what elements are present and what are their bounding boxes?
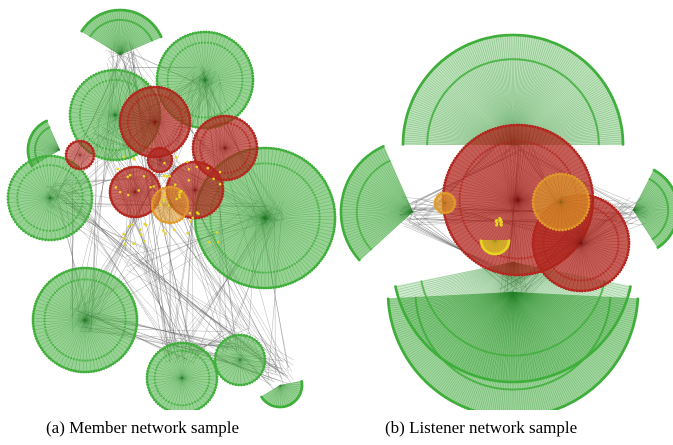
- member-cluster-red-top: [118, 85, 192, 159]
- listener-network-graph: [339, 33, 673, 410]
- caption-member-network: (a) Member network sample: [46, 418, 240, 437]
- listener-yellow-nodes: [494, 216, 503, 227]
- listener-cluster-left-fan: [339, 145, 414, 262]
- listener-cluster-yellow-bottom: [479, 239, 511, 256]
- member-cluster-bottom-right: [213, 333, 267, 387]
- member-yellow-nodes: [114, 155, 222, 246]
- member-cluster-left-fan: [26, 119, 61, 168]
- member-network-panel: [0, 0, 345, 410]
- member-network-graph: [6, 8, 337, 410]
- member-cluster-far-bottom-right: [260, 380, 304, 409]
- member-cluster-top: [80, 8, 163, 56]
- member-cluster-red-small-2: [146, 146, 174, 174]
- listener-cluster-top: [401, 33, 625, 146]
- member-cluster-left: [6, 154, 94, 242]
- member-cluster-red-small: [64, 139, 96, 171]
- listener-cluster-right-fan: [632, 168, 673, 249]
- listener-cluster-orange-right: [531, 172, 591, 232]
- listener-network-panel: [333, 0, 673, 410]
- caption-listener-network: (b) Listener network sample: [385, 418, 578, 437]
- listener-cluster-bottom-sides: [394, 261, 632, 384]
- member-cluster-bottom: [145, 341, 219, 410]
- member-cluster-bottom-left: [31, 266, 139, 374]
- listener-cluster-orange-left: [433, 191, 457, 215]
